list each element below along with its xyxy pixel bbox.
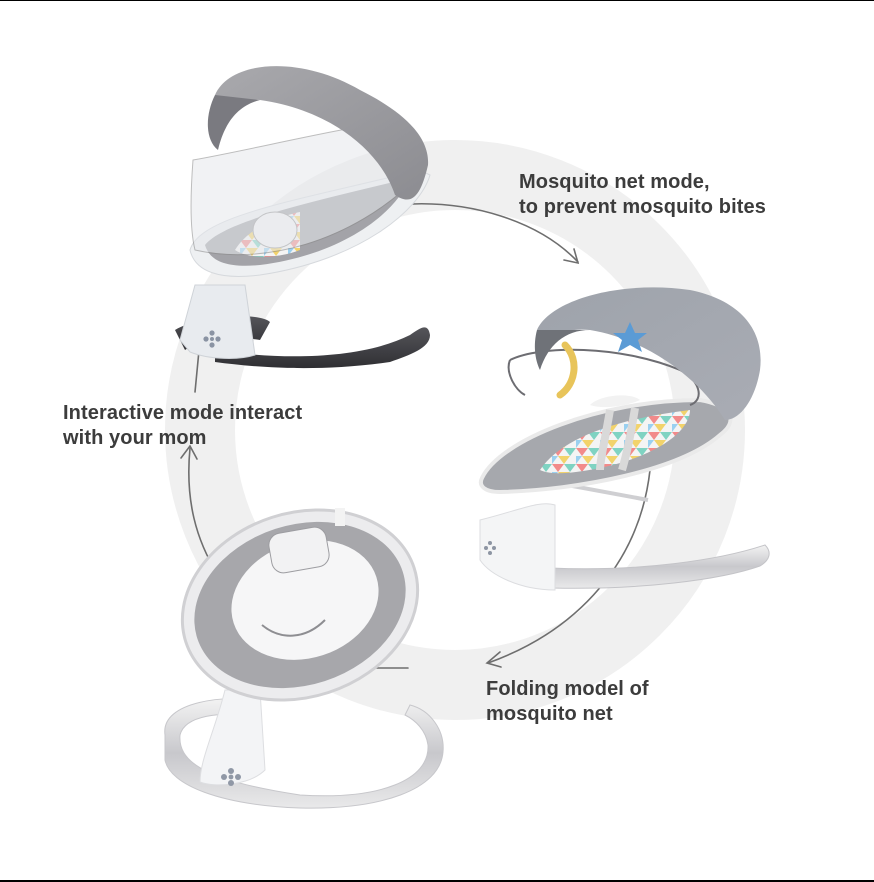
arrowhead-interactive: [180, 444, 198, 460]
swing-folding-net-mode: [479, 287, 770, 591]
star-toy-icon: [613, 322, 647, 352]
bottom-border: [0, 880, 874, 882]
folding-net-mode-line-1: Folding model of: [486, 678, 649, 700]
swing-mosquito-net-mode: [175, 66, 431, 369]
control-panel-icon: [221, 768, 241, 786]
mosquito-net-mode-line-2: to prevent mosquito bites: [519, 196, 766, 218]
arrowhead-folding: [485, 651, 502, 668]
top-border: [0, 0, 874, 1]
folding-net-mode-line-2: mosquito net: [486, 703, 613, 725]
interactive-mode-line-1: Interactive mode interact: [63, 402, 303, 424]
moon-toy-icon: [556, 341, 578, 399]
control-panel-icon: [484, 541, 496, 555]
swing-interactive-mode: [164, 508, 444, 809]
arrow-to-net-mode: [394, 203, 579, 263]
mosquito-net-mode-line-1: Mosquito net mode,: [519, 171, 710, 193]
arrowhead-net: [563, 248, 580, 265]
control-panel-icon: [203, 330, 221, 348]
folding-net-mode-label: Folding model of mosquito net: [486, 677, 649, 727]
interactive-mode-line-2: with your mom: [63, 427, 207, 449]
mosquito-net-mode-label: Mosquito net mode, to prevent mosquito b…: [519, 170, 766, 220]
interactive-mode-label: Interactive mode interact with your mom: [63, 401, 302, 451]
